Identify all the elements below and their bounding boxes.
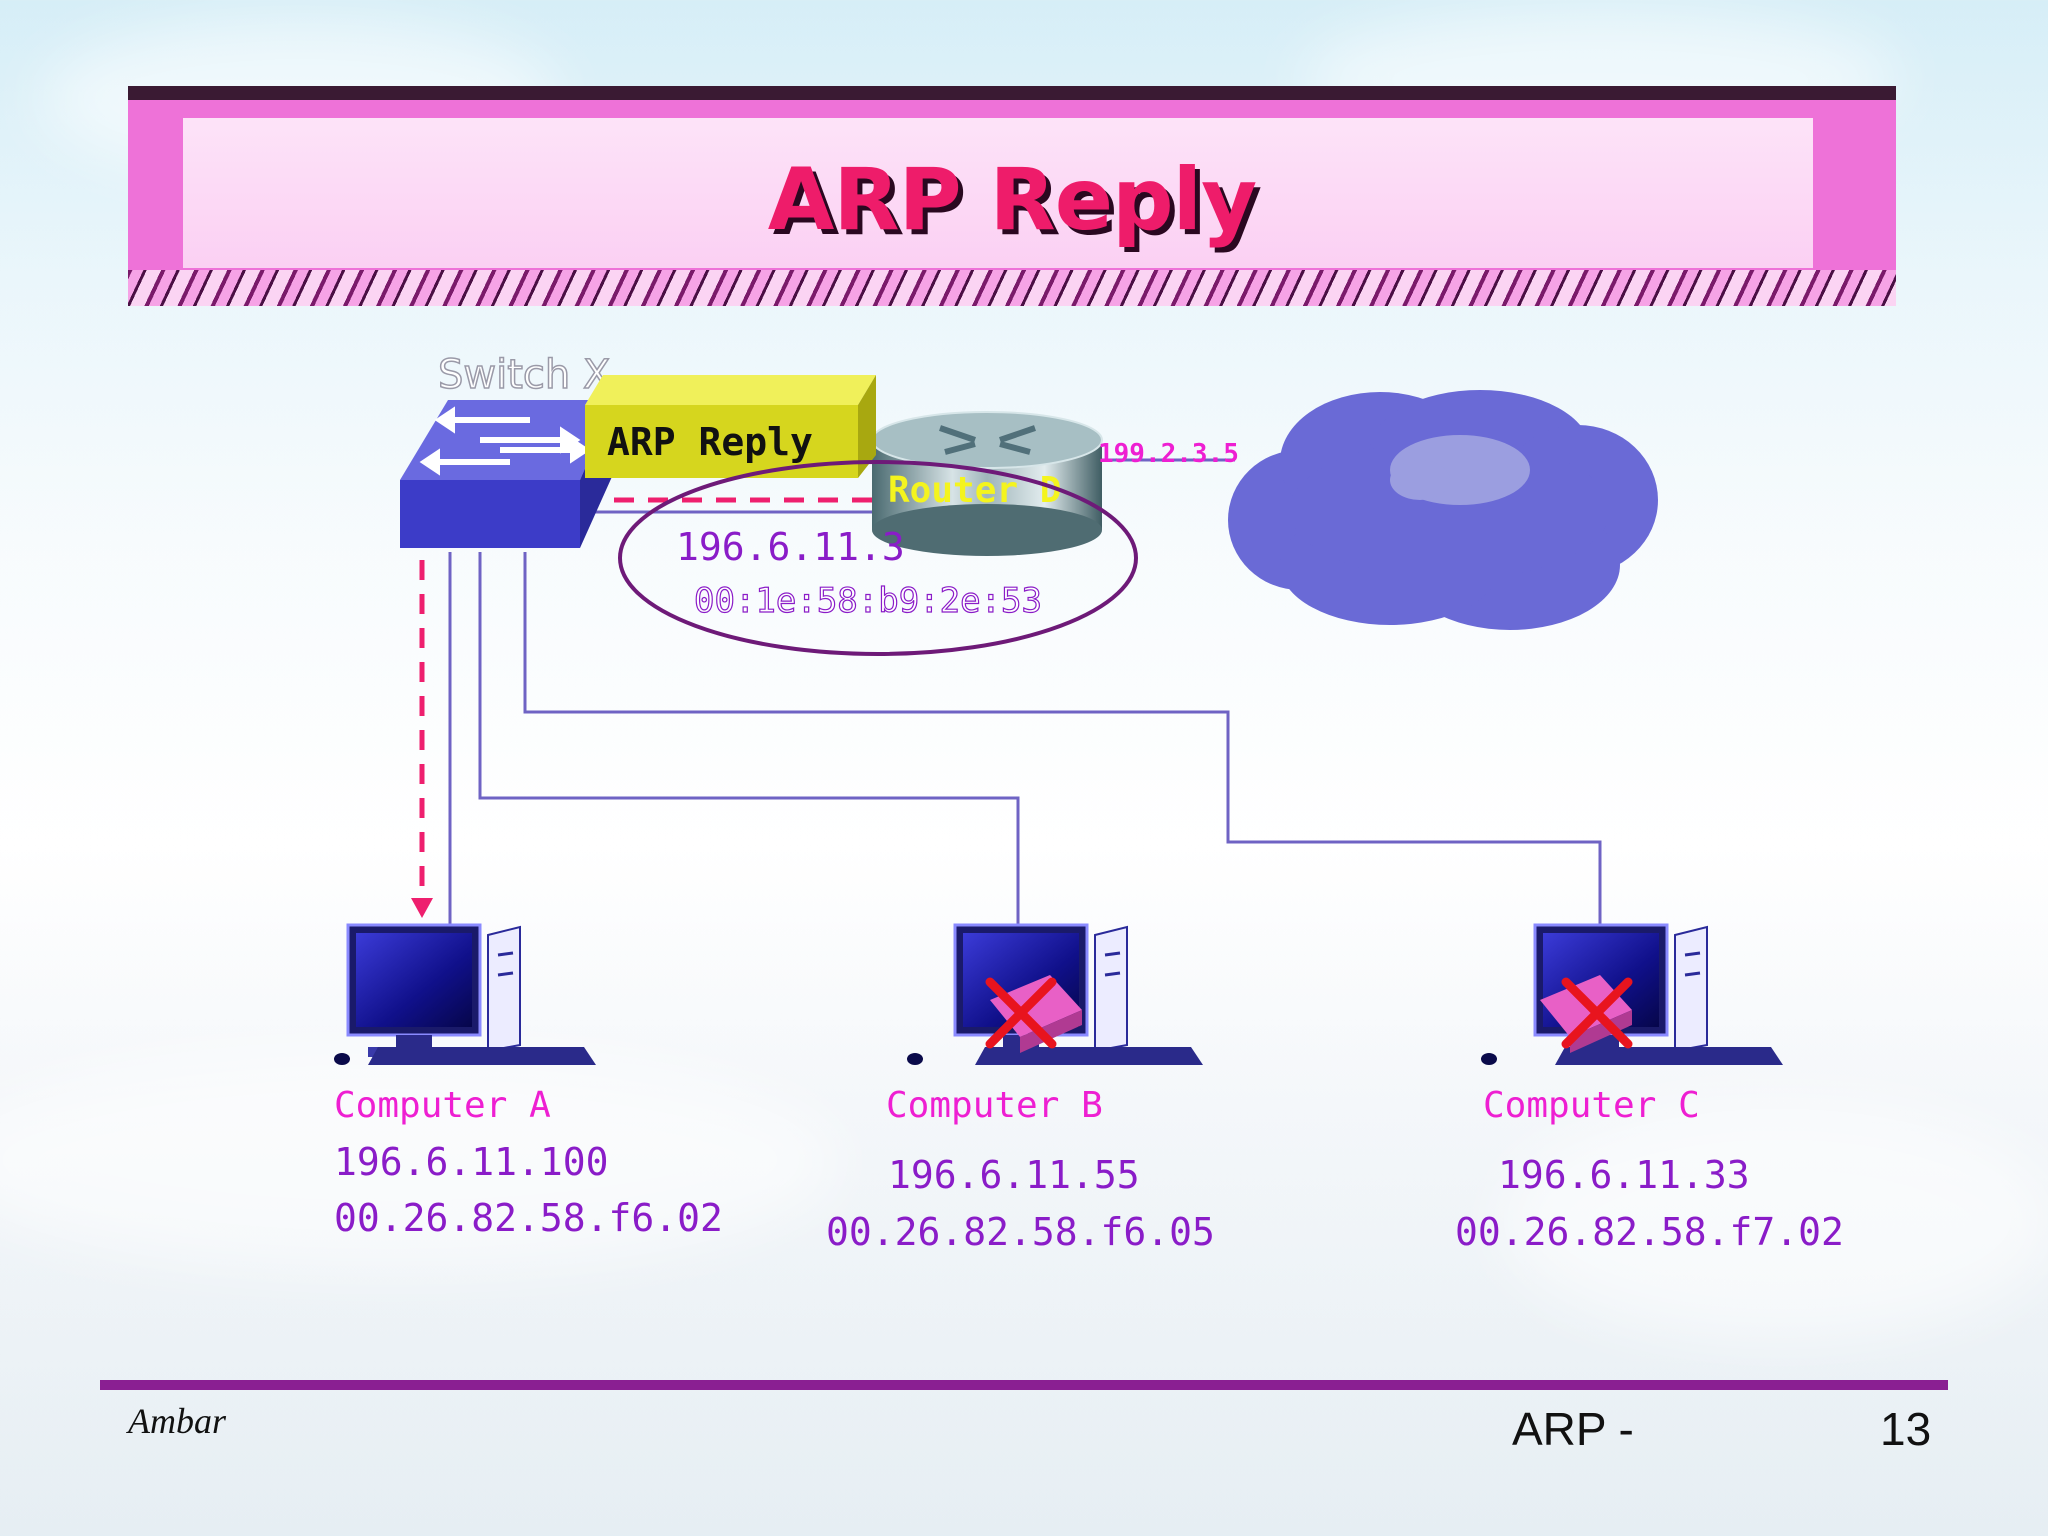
background-cloud: [0, 1050, 840, 1270]
computer-c-mac: 00.26.82.58.f7.02: [1455, 1210, 1844, 1254]
router-icon: [871, 411, 1103, 556]
packet-label: ARP Reply: [607, 420, 813, 464]
computer-a-mac: 00.26.82.58.f6.02: [334, 1196, 723, 1240]
cross-icon: [1561, 977, 1633, 1049]
cloud-icon: [1228, 390, 1658, 630]
computer-a-name: Computer A: [334, 1085, 551, 1126]
link-switch-computer-b: [478, 552, 1020, 925]
router-ip: 196.6.11.3: [676, 525, 905, 569]
computer-b-name: Computer B: [886, 1085, 1103, 1126]
page-number: 13: [1880, 1403, 1932, 1455]
computer-c-name: Computer C: [1483, 1085, 1700, 1126]
arrow-head-icon: [411, 898, 433, 918]
computer-b-ip: 196.6.11.55: [888, 1153, 1140, 1197]
footer-rule: [100, 1380, 1948, 1390]
cloud-highlight: [1390, 435, 1530, 505]
switch-icon: [400, 400, 615, 548]
title-banner-inner: [183, 118, 1813, 268]
router-mac: 00:1e:58:b9:2e:53: [694, 581, 1042, 621]
router-name: Router D: [888, 470, 1061, 511]
computer-b-mac: 00.26.82.58.f6.05: [826, 1210, 1215, 1254]
title-banner: ARP Reply: [128, 86, 1896, 306]
link-switch-computer-c: [523, 552, 1602, 925]
footer-author: Ambar: [128, 1401, 226, 1441]
link-lines: [448, 458, 1602, 925]
router-wan-ip: 199.2.3.5: [1098, 439, 1239, 469]
computer-a-ip: 196.6.11.100: [334, 1140, 609, 1184]
decorative-strip: [128, 270, 1896, 306]
computer-c-ip: 196.6.11.33: [1498, 1153, 1750, 1197]
router-address-highlight: [618, 460, 1138, 656]
footer-topic: ARP -: [1512, 1403, 1634, 1455]
slide-title: ARP Reply: [767, 150, 1257, 250]
cross-icon: [985, 977, 1057, 1049]
computer-icon: [334, 923, 596, 1065]
switch-label: Switch X: [438, 352, 610, 398]
background-cloud: [1500, 1100, 2048, 1340]
